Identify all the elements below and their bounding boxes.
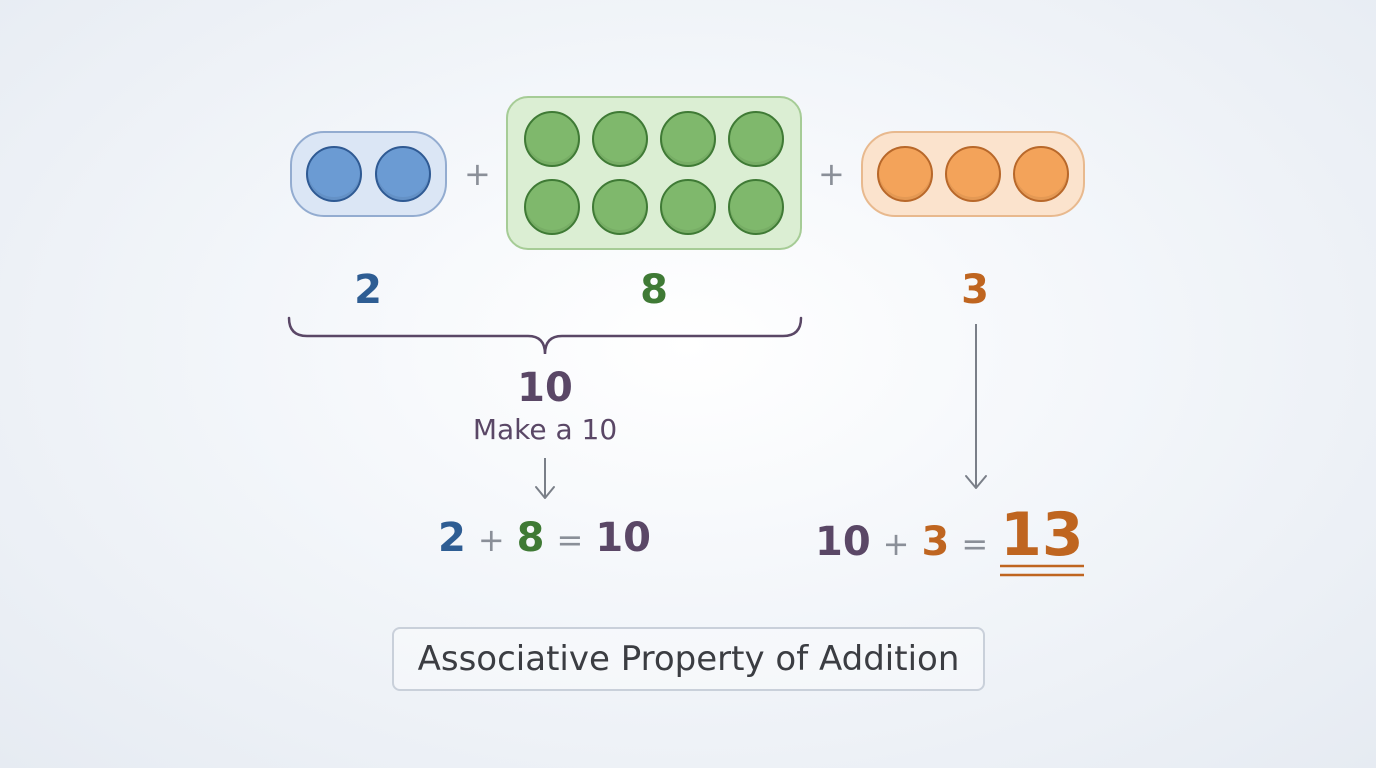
equation-term: 8 [516,515,545,561]
down-arrow-right [965,324,987,489]
down-arrow-left [535,458,555,499]
green-counter [728,179,784,235]
blue-counter [375,146,431,202]
blue-group-number: 2 [354,267,382,313]
equals-sign: = [556,521,584,559]
plus-sign: + [882,525,910,563]
equation-term: 2 [438,515,466,561]
brace-total: 10 [517,365,573,411]
green-counter-group [506,96,802,250]
equation-term: 10 [815,519,871,565]
equals-sign: = [961,525,989,563]
equation-term: 3 [921,519,950,565]
orange-counter [877,146,933,202]
equation-result: 10 [595,515,651,561]
make-ten-caption: Make a 10 [472,413,618,446]
plus-sign: + [818,155,845,193]
green-counter [592,179,648,235]
green-counter [524,179,580,235]
plus-sign: + [477,521,505,559]
equation-final: 10 + 3 = 13 [815,505,1084,565]
green-counter [660,111,716,167]
green-counter [660,179,716,235]
green-counter [728,111,784,167]
green-group-number: 8 [640,267,668,313]
answer-double-underline [1000,564,1084,577]
green-counter [592,111,648,167]
plus-sign: + [464,155,491,193]
orange-counter-group [861,131,1085,217]
property-label: Associative Property of Addition [417,639,960,679]
blue-counter [306,146,362,202]
orange-counter [1013,146,1069,202]
equation-make-ten: 2 + 8 = 10 [438,518,651,558]
make-ten-brace [287,316,803,355]
blue-counter-group [290,131,447,217]
property-label-box: Associative Property of Addition [392,627,985,691]
final-answer: 13 [1000,500,1084,570]
orange-counter [945,146,1001,202]
orange-group-number: 3 [961,267,989,313]
green-counter [524,111,580,167]
